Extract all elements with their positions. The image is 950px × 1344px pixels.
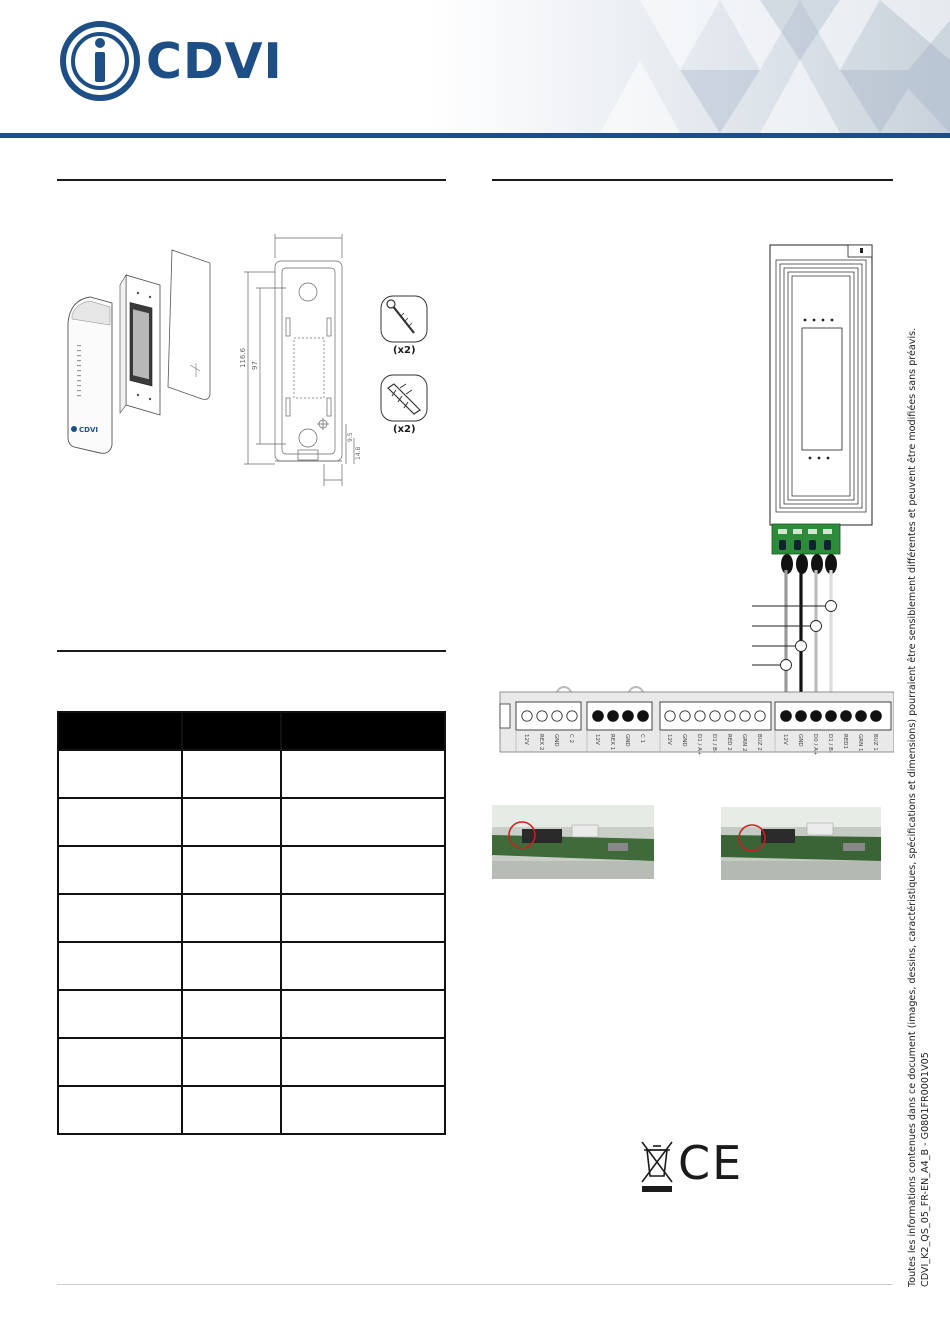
terminal-label: GRN 2 bbox=[741, 734, 747, 751]
wall-plug-icon bbox=[380, 374, 428, 422]
wire-callouts bbox=[752, 600, 837, 671]
device-logo: CDVI bbox=[79, 426, 98, 434]
page-header: CDVI bbox=[0, 0, 950, 138]
section-rule-installation bbox=[57, 179, 446, 181]
terminal-label: D0 / A+ bbox=[812, 734, 818, 756]
terminal-label: 12V bbox=[666, 734, 672, 745]
table-row bbox=[56, 797, 447, 847]
base-plate bbox=[119, 273, 161, 416]
dimension-drawing: 116.6 97 9.5 14.8 bbox=[239, 234, 362, 486]
table-row bbox=[56, 893, 447, 943]
terminal-label: RED1 bbox=[842, 734, 848, 749]
terminal-label: D1 / A+ bbox=[696, 734, 702, 756]
table-row bbox=[56, 941, 447, 991]
reader-unit bbox=[769, 244, 873, 574]
wall-plug-qty: (x2) bbox=[393, 424, 416, 435]
terminal-label: BUZ 1 bbox=[872, 734, 878, 751]
exploded-view-drawing: CDVI bbox=[67, 249, 211, 454]
section-rule-specifications bbox=[57, 650, 446, 652]
wiring-diagram: 12V REX 2 GND C 2 12V REX 1 GND C 1 12V GND D1 / A… bbox=[499, 244, 894, 756]
board-photo-right bbox=[721, 807, 881, 880]
terminal-label: D1 / B- bbox=[711, 734, 717, 753]
cdvi-logo-icon bbox=[60, 21, 140, 101]
dim-small-b: 14.8 bbox=[355, 446, 362, 460]
front-cover bbox=[167, 249, 211, 400]
terminal-label: D1 / B- bbox=[827, 734, 833, 753]
side-notice-line2: CDVI_K2_QS_05_FR-EN_A4_B - G0801FR0001V0… bbox=[920, 1052, 931, 1287]
terminal-label: 12V bbox=[594, 734, 600, 745]
terminal-label: BUZ 2 bbox=[756, 734, 762, 751]
side-notice: Toutes les informations contenues dans c… bbox=[906, 327, 932, 1287]
header-background bbox=[0, 0, 950, 133]
screw-icon bbox=[380, 295, 428, 343]
dim-height-total: 116.6 bbox=[239, 347, 247, 368]
terminal-label: 12V bbox=[782, 734, 788, 745]
side-notice-line1: Toutes les informations contenues dans c… bbox=[907, 327, 918, 1287]
terminal-label: C 1 bbox=[639, 734, 645, 743]
terminal-label: GND bbox=[624, 734, 630, 747]
dim-height-holes: 97 bbox=[251, 361, 259, 370]
table-row bbox=[56, 749, 447, 799]
terminal-label: 12V bbox=[523, 734, 529, 745]
board-photo-left bbox=[492, 805, 654, 879]
table-row bbox=[56, 845, 447, 895]
cdvi-logo: CDVI bbox=[60, 21, 283, 101]
table-row bbox=[56, 989, 447, 1039]
table-header-row bbox=[56, 711, 447, 751]
terminal-label: REX 1 bbox=[609, 734, 615, 750]
ce-mark: CE bbox=[678, 1136, 744, 1190]
weee-bin-icon bbox=[641, 1141, 673, 1192]
dim-small-a: 9.5 bbox=[347, 432, 354, 442]
specifications-table bbox=[56, 711, 447, 1135]
terminal-label: C 2 bbox=[568, 734, 574, 743]
screw-qty: (x2) bbox=[393, 345, 416, 356]
wires bbox=[784, 570, 833, 704]
footer-line bbox=[57, 1284, 893, 1285]
terminal-label: REX 2 bbox=[538, 734, 544, 750]
terminal-label: RED 2 bbox=[726, 734, 732, 751]
table-row bbox=[56, 1085, 447, 1135]
terminal-label: GND bbox=[681, 734, 687, 747]
header-bar bbox=[0, 133, 950, 138]
terminal-label: GND bbox=[797, 734, 803, 747]
terminal-label: GRN 1 bbox=[857, 734, 863, 751]
section-rule-wiring bbox=[492, 179, 893, 181]
logo-text: CDVI bbox=[146, 32, 283, 90]
terminal-label: GND bbox=[553, 734, 559, 747]
controller-terminal-board: 12V REX 2 GND C 2 12V REX 1 GND C 1 12V GND D1 / A… bbox=[499, 691, 894, 756]
assembled-device: CDVI bbox=[67, 296, 113, 454]
table-row bbox=[56, 1037, 447, 1087]
